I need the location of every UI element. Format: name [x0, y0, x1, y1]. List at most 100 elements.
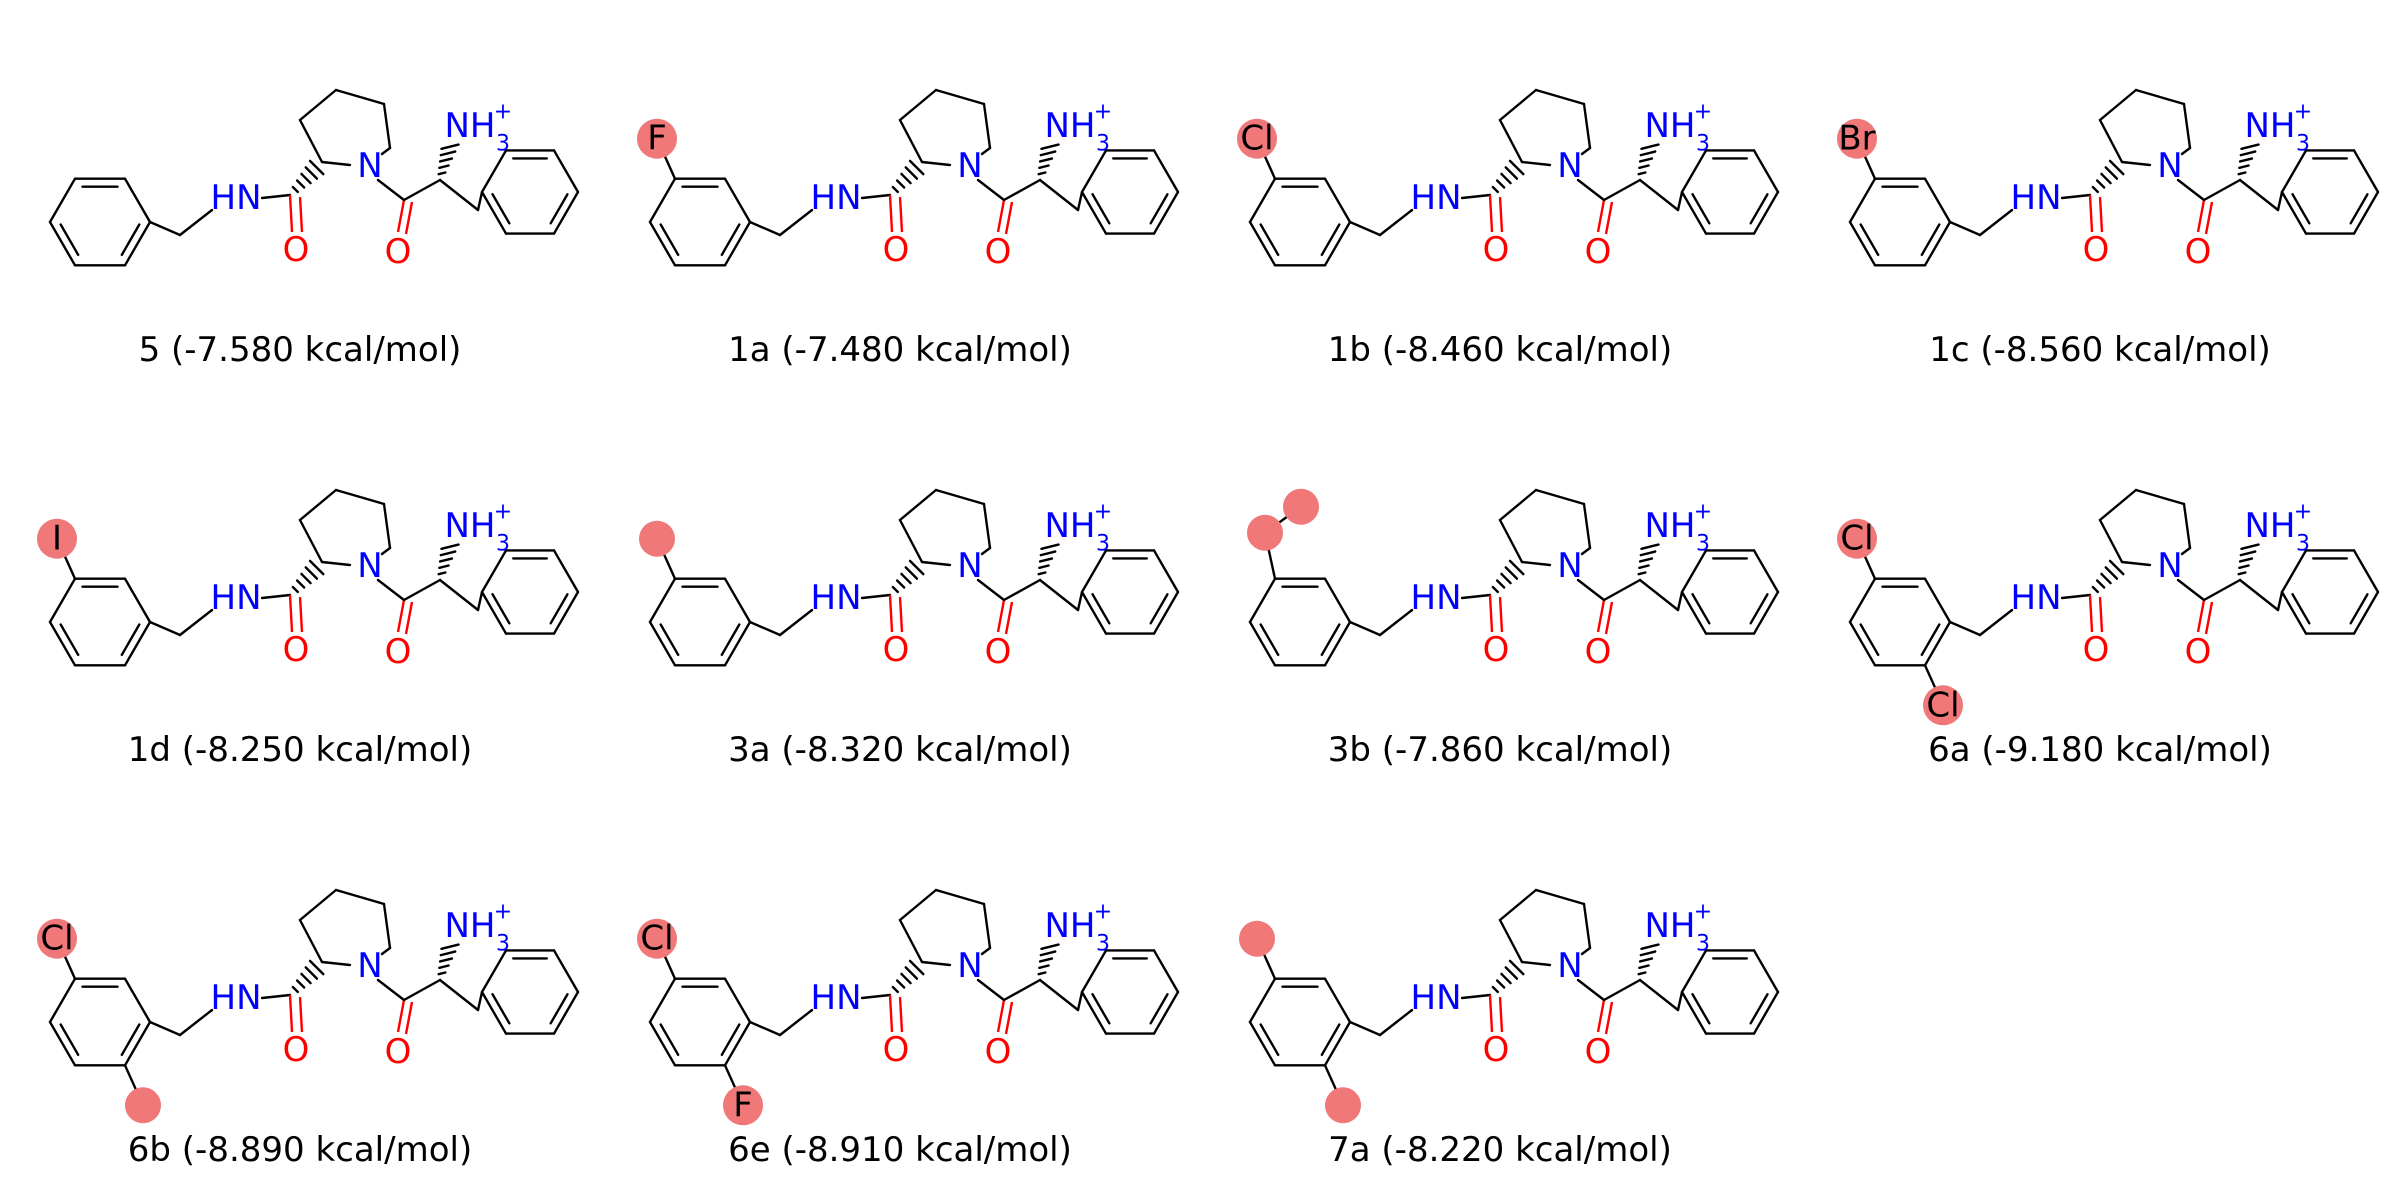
phenyl-attach-bond [1076, 990, 1084, 1012]
carbonyl-oxygen-label: O [883, 230, 910, 270]
ethyl-highlight [1247, 514, 1283, 551]
carbonyl2-oxygen-label: O [1585, 632, 1612, 672]
methyl-highlight [639, 520, 675, 557]
compound-caption: 6e (-8.910 kcal/mol) [728, 1130, 1072, 1170]
stereo-hash [440, 543, 460, 550]
ch2-bond [1348, 1020, 1382, 1037]
carbonyl2-double-bond [2204, 601, 2214, 635]
benzyl-ring-bond [1323, 177, 1352, 224]
stereo-hash [2104, 166, 2119, 180]
phenyl-ring-double-bond [1691, 593, 1711, 625]
ch2-nh-bond [1378, 208, 1414, 237]
benzyl-bond [2238, 578, 2280, 612]
pyrrolidine-bond [2120, 560, 2152, 567]
phenyl-ring-bond [1752, 549, 1780, 594]
phenyl-attach-bond [1676, 190, 1684, 212]
benzyl-ring-double-bond [1320, 623, 1341, 657]
benzyl-bond [438, 578, 480, 612]
substituent-highlight [637, 118, 677, 159]
ammonium-label: NH [2245, 106, 2296, 146]
carbonyl2-bond [996, 199, 1006, 233]
carbonyl2-oxygen-label: O [985, 1032, 1012, 1072]
pyrrolidine-bond [1580, 146, 1592, 156]
carbonyl-bond [288, 194, 294, 233]
pyrrolidine-bond [2134, 488, 2186, 506]
carbonyl2-oxygen-label: O [385, 232, 412, 272]
n-carbonyl-bond [976, 178, 1006, 202]
phenyl-ring-bond [1152, 149, 1180, 194]
benzyl-ring-double-bond [1259, 623, 1280, 657]
phenyl-ring-double-bond [1749, 593, 1769, 625]
carbonyl2-double-bond [1004, 601, 1014, 635]
ammonium-label: NH [1645, 106, 1696, 146]
benzyl-ring-bond [1923, 220, 1952, 267]
carbonyl-oxygen-label: O [283, 1030, 310, 1070]
pyrrolidine-bond [298, 118, 324, 164]
stereo-hash [1504, 166, 1519, 180]
backbone-bond [1602, 178, 1642, 202]
substituent-top-label: Cl [1240, 119, 1273, 159]
ch2-bond [1948, 620, 1982, 637]
carbonyl2-double-bond [404, 1001, 414, 1035]
carbonyl-oxygen-label: O [283, 630, 310, 670]
stereo-hash [1639, 950, 1657, 957]
phenyl-ring-bond [1152, 590, 1180, 635]
pyrrolidine-bond [934, 488, 986, 506]
benzyl-ring-bond [48, 1020, 77, 1067]
substituent-bottom-label: F [733, 1085, 753, 1125]
amide-nh-label: HN [2011, 178, 2062, 218]
stereo-hash [2238, 164, 2250, 170]
benzyl-ring-double-bond [1320, 1023, 1341, 1057]
benzyl-ring-bond [48, 220, 77, 267]
ammonium-superscript: + [1694, 900, 1712, 925]
benzyl-ring-bond [1248, 977, 1277, 1024]
phenyl-ring-bond [1080, 590, 1108, 635]
nh-carbonyl-bond [1460, 193, 1492, 200]
stereo-hash [895, 179, 906, 189]
carbonyl-double-bond [1498, 596, 1504, 633]
methyl-highlight [1239, 920, 1275, 957]
substituent-bond [62, 553, 77, 580]
stereo-hash [1500, 972, 1512, 985]
substituent-top-label: F [647, 119, 667, 159]
phenyl-ring-bond [2280, 149, 2308, 194]
stereo-hash [1495, 979, 1506, 989]
phenyl-attach-bond [1676, 590, 1684, 612]
benzyl-ring-double-bond [1320, 223, 1341, 257]
pyrrolidine-bond [920, 160, 952, 167]
pyrrolidine-bond [1498, 918, 1524, 964]
stereo-hash [295, 579, 306, 589]
phenyl-ring-double-bond [2349, 593, 2369, 625]
benzyl-ring-double-bond [120, 1023, 141, 1057]
carbonyl2-oxygen-label: O [385, 1032, 412, 1072]
phenyl-ring-bond [1752, 590, 1780, 635]
stereo-hash [291, 185, 299, 194]
stereo-hash [2239, 150, 2257, 157]
stereo-hash [1500, 172, 1512, 185]
stereo-hash [1040, 943, 1060, 950]
carbonyl-oxygen-label: O [1483, 230, 1510, 270]
stereo-hash [2104, 566, 2119, 580]
stereo-hash [2240, 143, 2260, 150]
benzyl-ring-bond [723, 1020, 752, 1067]
n-carbonyl-bond [2176, 178, 2206, 202]
n-carbonyl-bond [2176, 578, 2206, 602]
stereo-hash [1504, 966, 1519, 980]
carbonyl-double-bond [1498, 196, 1504, 233]
stereo-hash [1640, 943, 1660, 950]
ammonium-subscript: 3 [496, 132, 510, 157]
compound-caption: 7a (-8.220 kcal/mol) [1328, 1130, 1672, 1170]
stereo-hash [2238, 564, 2250, 570]
nh-carbonyl-bond [2060, 193, 2092, 200]
pyrrolidine-bond [980, 946, 992, 956]
compound-caption: 6b (-8.890 kcal/mol) [127, 1130, 473, 1170]
ch2-nh-bond [178, 208, 214, 237]
ammonium-label: NH [1645, 506, 1696, 546]
phenyl-ring-bond [480, 590, 508, 635]
